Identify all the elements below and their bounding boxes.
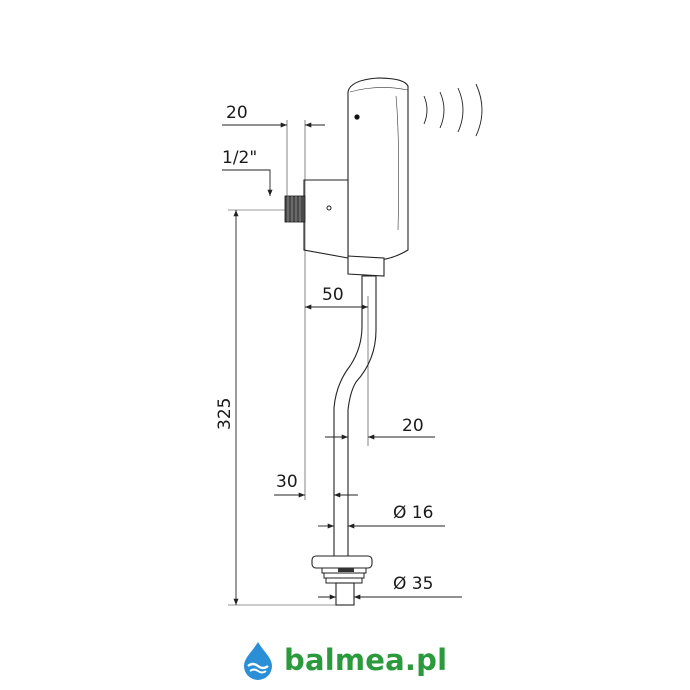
brand-name: balmea.pl [284,643,448,677]
dim-pipe-offset: 20 [402,416,424,436]
dim-flange-diameter: Ø 35 [393,574,433,594]
outlet-pipe [333,275,377,561]
threaded-inlet [284,195,306,223]
sensor-waves-icon [423,83,483,137]
dim-base-offset: 30 [276,472,298,492]
base-flange [311,555,373,606]
screw-hole [326,205,332,211]
dim-height: 325 [215,398,235,430]
water-drop-icon [244,642,272,680]
sensor-dot [354,114,360,120]
brand-logo: balmea.pl [238,640,447,680]
valve-housing [303,77,409,277]
dim-offset: 50 [322,285,344,305]
dim-top-width: 20 [226,103,248,123]
dim-thread: 1/2" [222,148,257,168]
dim-pipe-diameter: Ø 16 [393,503,433,523]
